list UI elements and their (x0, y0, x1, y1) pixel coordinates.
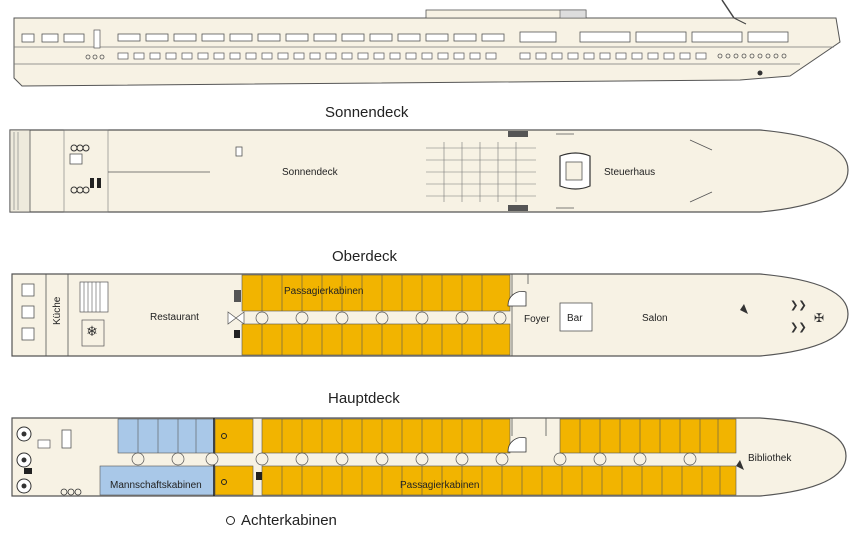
legend-achterkabinen: Achterkabinen (226, 512, 337, 529)
oberdeck-plan: Küche ❄ Restaurant Passagierkabinen Foye… (11, 273, 849, 357)
anchor-icon: ✠ (814, 311, 824, 325)
title-hauptdeck: Hauptdeck (328, 390, 400, 407)
sonnendeck-plan: Sonnendeck Steuerhaus (9, 129, 849, 213)
stair-icon: ❯❯ (790, 300, 807, 311)
label-passagierkabinen-oberdeck: Passagierkabinen (284, 286, 364, 297)
title-sonnendeck: Sonnendeck (325, 104, 409, 121)
legend-label: Achterkabinen (241, 512, 337, 529)
label-steuerhaus: Steuerhaus (604, 167, 655, 178)
stair-icon: ❯❯ (790, 322, 807, 333)
hauptdeck-plan: Mannschaftskabinen Passagierkabinen Bibl… (11, 417, 847, 497)
label-bar: Bar (567, 313, 583, 324)
label-sonnendeck: Sonnendeck (282, 167, 339, 178)
snowflake-icon: ❄ (86, 324, 98, 340)
label-passagierkabinen-hauptdeck: Passagierkabinen (400, 480, 480, 491)
label-foyer: Foyer (524, 314, 550, 325)
title-oberdeck: Oberdeck (332, 248, 398, 265)
label-salon: Salon (642, 313, 668, 324)
label-mannschaftskabinen: Mannschaftskabinen (110, 480, 202, 491)
circle-icon (226, 516, 235, 525)
ship-side-profile (13, 0, 841, 87)
label-bibliothek: Bibliothek (748, 453, 792, 464)
label-restaurant: Restaurant (150, 312, 199, 323)
label-kueche: Küche (52, 296, 63, 325)
